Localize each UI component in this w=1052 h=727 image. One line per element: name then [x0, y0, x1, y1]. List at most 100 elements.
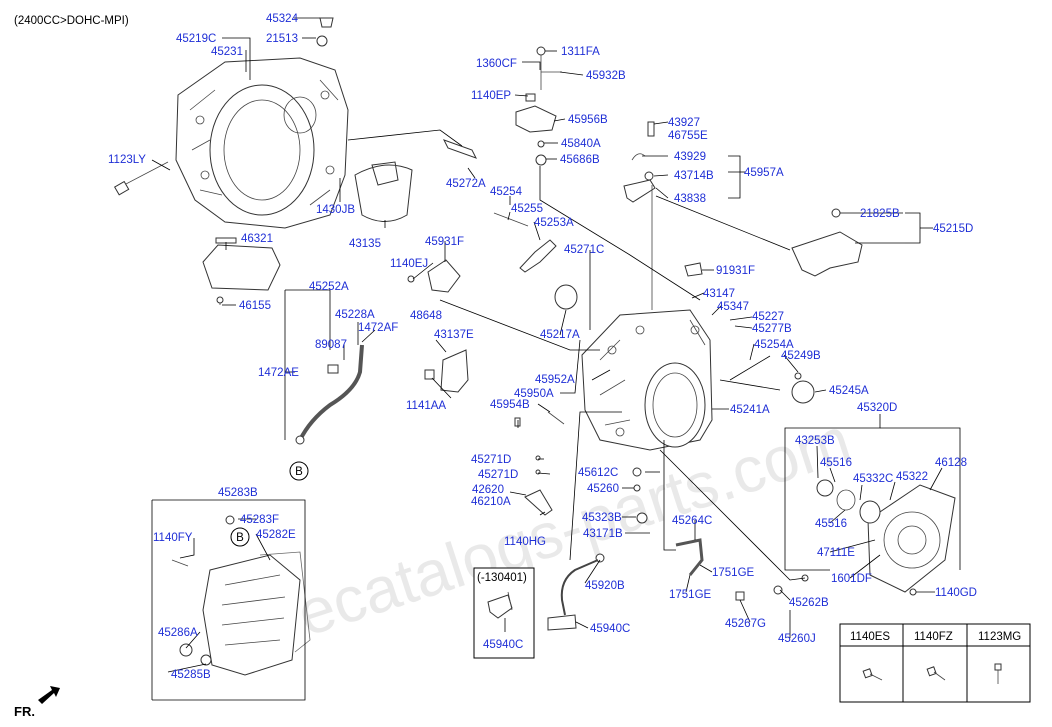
- label-45931F[interactable]: 45931F: [425, 236, 464, 248]
- label-21825B[interactable]: 21825B: [860, 208, 900, 220]
- label-45516-1[interactable]: 45516: [820, 457, 852, 469]
- variant-header: (2400CC>DOHC-MPI): [14, 15, 129, 27]
- label-1430JB[interactable]: 1430JB: [316, 204, 355, 216]
- label-45231[interactable]: 45231: [211, 46, 243, 58]
- label-45940C-main[interactable]: 45940C: [590, 623, 630, 635]
- label-45952A[interactable]: 45952A: [535, 374, 575, 386]
- label-45347[interactable]: 45347: [717, 301, 749, 313]
- label-46321[interactable]: 46321: [241, 233, 273, 245]
- label-45267G[interactable]: 45267G: [725, 618, 766, 630]
- label-43927[interactable]: 43927: [668, 117, 700, 129]
- label-1472AF[interactable]: 1472AF: [358, 322, 398, 334]
- label-48648[interactable]: 48648: [410, 310, 442, 322]
- callout-b-lower: B: [230, 527, 250, 547]
- label-1751GE-1[interactable]: 1751GE: [712, 567, 755, 579]
- label-45255[interactable]: 45255: [511, 203, 543, 215]
- label-45956B[interactable]: 45956B: [568, 114, 608, 126]
- label-45262B[interactable]: 45262B: [789, 597, 829, 609]
- label-1140FY[interactable]: 1140FY: [153, 532, 193, 544]
- label-45272A[interactable]: 45272A: [446, 178, 486, 190]
- label-45260J[interactable]: 45260J: [778, 633, 816, 645]
- label-47111E[interactable]: 47111E: [817, 547, 855, 559]
- label-45940C-variant[interactable]: 45940C: [483, 639, 523, 651]
- label-45245A[interactable]: 45245A: [829, 385, 869, 397]
- cap-plug-drawing: [316, 17, 334, 47]
- label-43714B[interactable]: 43714B: [674, 170, 714, 182]
- legend-header-1123MG: 1123MG: [978, 631, 1021, 643]
- variant-box-title: (-130401): [477, 572, 527, 584]
- label-43135[interactable]: 43135: [349, 238, 381, 250]
- label-43929[interactable]: 43929: [674, 151, 706, 163]
- label-45283B[interactable]: 45283B: [218, 487, 258, 499]
- legend-bolt-icon-2: [926, 666, 946, 681]
- label-91931F[interactable]: 91931F: [716, 265, 755, 277]
- label-45260[interactable]: 45260: [587, 483, 619, 495]
- leader-lines: [151, 17, 961, 701]
- label-45277B[interactable]: 45277B: [752, 323, 792, 335]
- label-1472AE[interactable]: 1472AE: [258, 367, 299, 379]
- label-43137E[interactable]: 43137E: [434, 329, 474, 341]
- label-45227[interactable]: 45227: [752, 311, 784, 323]
- label-1311FA[interactable]: 1311FA: [561, 46, 600, 58]
- label-45271D-2[interactable]: 45271D: [478, 469, 518, 481]
- label-45228A[interactable]: 45228A: [335, 309, 375, 321]
- label-46155[interactable]: 46155: [239, 300, 271, 312]
- seal-45245A-drawing: [791, 380, 815, 404]
- label-45285B[interactable]: 45285B: [171, 669, 211, 681]
- label-1360CF[interactable]: 1360CF: [476, 58, 517, 70]
- label-46210A[interactable]: 46210A: [471, 496, 511, 508]
- label-45322[interactable]: 45322: [896, 471, 928, 483]
- label-1751GE-2[interactable]: 1751GE: [669, 589, 712, 601]
- label-43253B[interactable]: 43253B: [795, 435, 835, 447]
- label-1601DF[interactable]: 1601DF: [831, 573, 872, 585]
- label-45249B[interactable]: 45249B: [781, 350, 821, 362]
- label-1140EP[interactable]: 1140EP: [471, 90, 511, 102]
- label-43147[interactable]: 43147: [703, 288, 735, 300]
- label-42620[interactable]: 42620: [472, 484, 504, 496]
- label-45320D[interactable]: 45320D: [857, 402, 897, 414]
- label-45252A[interactable]: 45252A: [309, 281, 349, 293]
- label-45253A[interactable]: 45253A: [534, 217, 574, 229]
- label-45217A[interactable]: 45217A: [540, 329, 580, 341]
- label-43171B[interactable]: 43171B: [583, 528, 623, 540]
- label-1141AA[interactable]: 1141AA: [406, 400, 446, 412]
- label-46128[interactable]: 46128: [935, 457, 967, 469]
- sensor-45920B-drawing: [547, 553, 605, 631]
- label-21513[interactable]: 21513: [266, 33, 298, 45]
- label-45950A[interactable]: 45950A: [514, 388, 554, 400]
- label-89087[interactable]: 89087: [315, 339, 347, 351]
- bracket-45272A-drawing: [442, 139, 478, 159]
- label-45271C[interactable]: 45271C: [564, 244, 604, 256]
- label-45241A[interactable]: 45241A: [730, 404, 770, 416]
- label-45264C[interactable]: 45264C: [672, 515, 712, 527]
- label-1140EJ[interactable]: 1140EJ: [390, 258, 428, 270]
- label-1140GD[interactable]: 1140GD: [935, 587, 977, 599]
- label-45920B[interactable]: 45920B: [585, 580, 625, 592]
- label-45686B[interactable]: 45686B: [560, 154, 600, 166]
- label-45215D[interactable]: 45215D: [933, 223, 973, 235]
- label-45254A[interactable]: 45254A: [754, 339, 794, 351]
- label-45286A[interactable]: 45286A: [158, 627, 198, 639]
- label-45271D-1[interactable]: 45271D: [471, 454, 511, 466]
- hose-1472AE-drawing: [298, 344, 364, 441]
- label-45932B[interactable]: 45932B: [586, 70, 626, 82]
- label-45516-2[interactable]: 45516: [815, 518, 847, 530]
- label-45323B[interactable]: 45323B: [582, 512, 622, 524]
- front-arrow-icon: [38, 686, 60, 704]
- label-43838[interactable]: 43838: [674, 193, 706, 205]
- label-45957A[interactable]: 45957A: [744, 167, 784, 179]
- label-45219C[interactable]: 45219C: [176, 33, 216, 45]
- label-46755E[interactable]: 46755E: [668, 130, 708, 142]
- label-45324[interactable]: 45324: [266, 13, 299, 25]
- label-45612C[interactable]: 45612C: [578, 467, 618, 479]
- label-1123LY[interactable]: 1123LY: [108, 154, 146, 166]
- label-45283F[interactable]: 45283F: [240, 514, 279, 526]
- label-45840A[interactable]: 45840A: [561, 138, 601, 150]
- label-45254[interactable]: 45254: [490, 186, 523, 198]
- label-45332C[interactable]: 45332C: [853, 473, 893, 485]
- label-45282E[interactable]: 45282E: [256, 529, 296, 541]
- legend-screw-icon-3: [994, 663, 1002, 684]
- label-45954B[interactable]: 45954B: [490, 399, 530, 411]
- label-1140HG[interactable]: 1140HG: [504, 536, 546, 548]
